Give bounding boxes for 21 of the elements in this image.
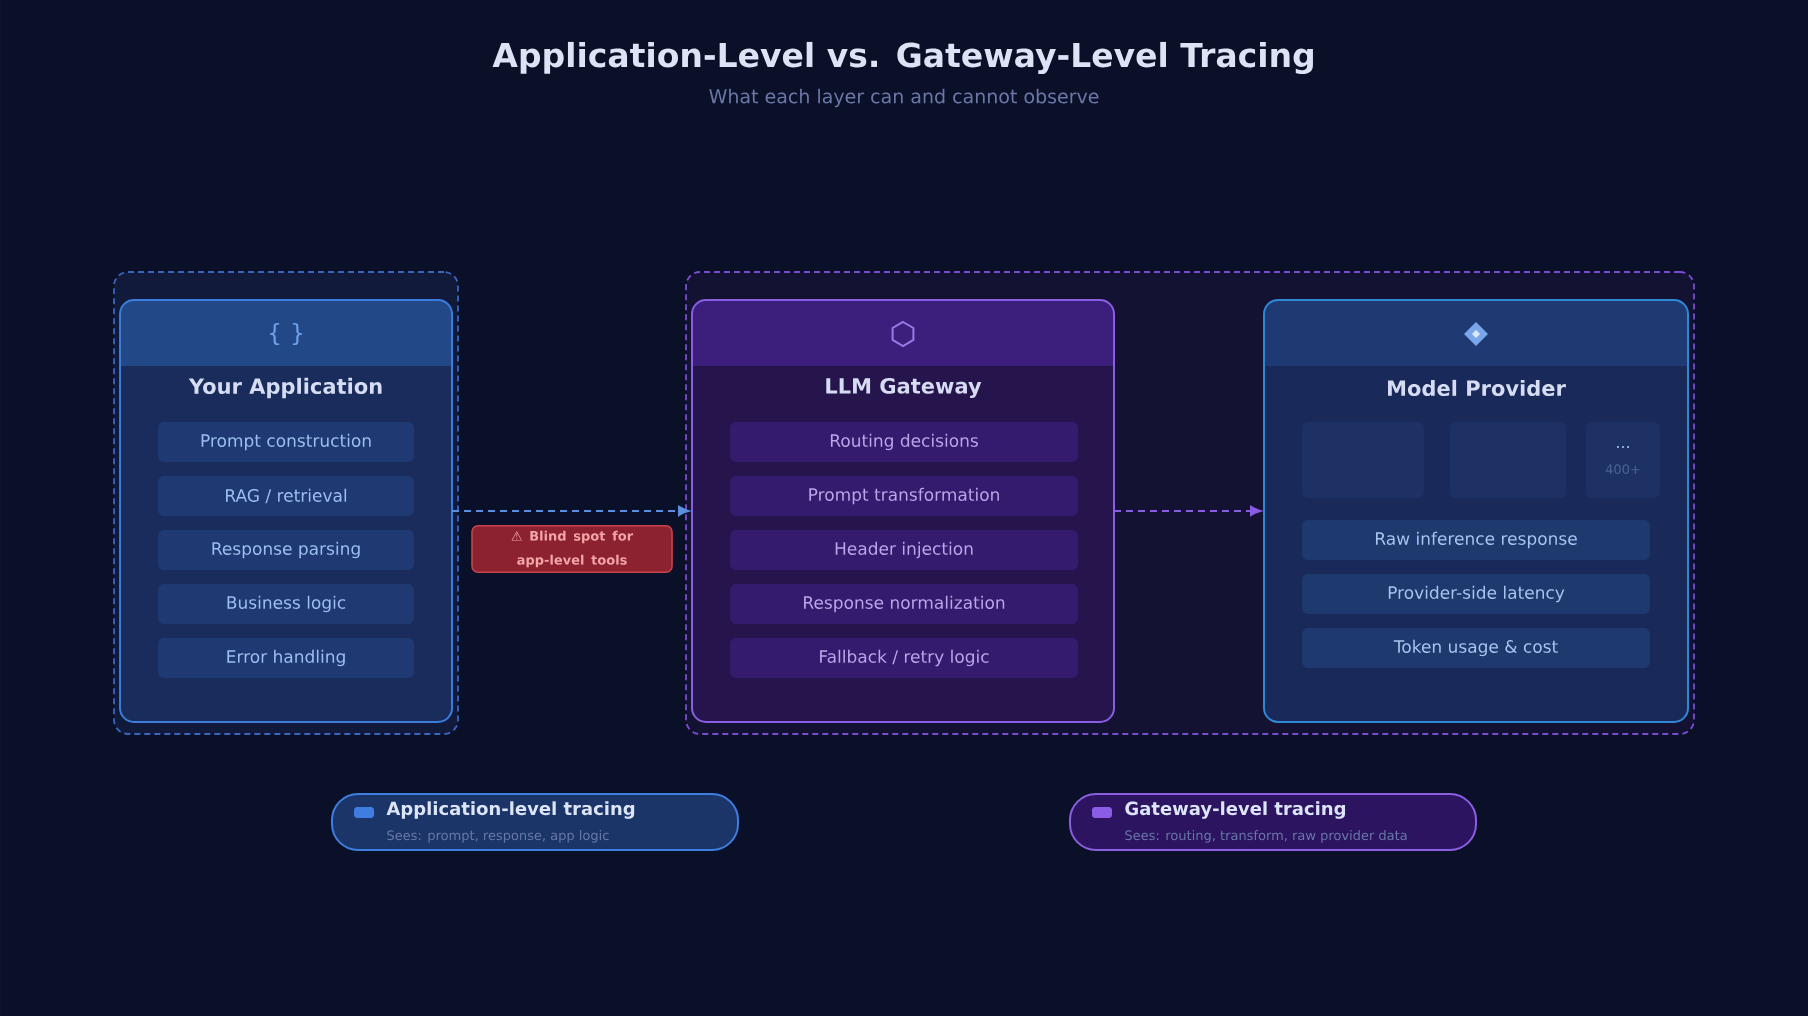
card-title: Model Provider [1388, 379, 1566, 397]
dashed-arrow [452, 505, 690, 517]
code-symbol: { } [269, 322, 303, 346]
feature-box: Business logic [158, 584, 414, 624]
feature-box: Provider-side latency [1302, 574, 1650, 614]
feature-box: Prompt transformation [730, 476, 1078, 516]
feature-box: RAG / retrieval [158, 476, 414, 516]
diagram-title: Application-Level vs. Gateway-Level Tracing [492, 41, 1313, 75]
dashed-arrow [1114, 505, 1262, 517]
feature-box: Routing decisions [730, 422, 1078, 462]
feature-box: Raw inference response [1302, 520, 1650, 560]
feature-box: Header injection [730, 530, 1078, 570]
feature-box: Response parsing [158, 530, 414, 570]
feature-box: Response normalization [730, 584, 1078, 624]
feature-box: Token usage & cost [1302, 628, 1650, 668]
feature-box: Prompt construction [158, 422, 414, 462]
card-title: LLM Gateway [826, 377, 982, 399]
subtitle: What each layer can and cannot observe [709, 88, 1099, 108]
feature-box: Error handling [158, 638, 414, 678]
card-title: Your Application [188, 377, 382, 399]
feature-box: Fallback / retry logic [730, 638, 1078, 678]
